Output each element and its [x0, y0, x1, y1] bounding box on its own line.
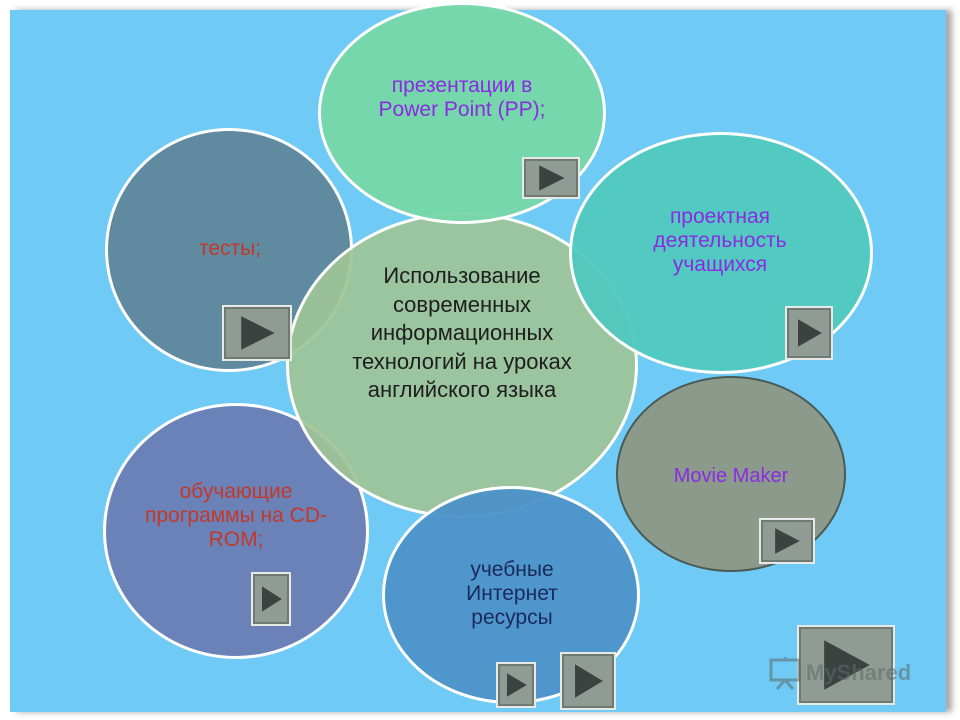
movie-label: Movie Maker [673, 465, 789, 487]
programs-label: обучающие программы на CD-ROM; [145, 480, 327, 551]
tests-label: тесты; [198, 237, 262, 260]
play-icon [241, 316, 275, 350]
internet-play-button-large[interactable] [560, 652, 616, 710]
play-icon [798, 319, 822, 347]
play-icon [507, 673, 527, 697]
tests-play-button[interactable] [222, 305, 292, 361]
presentations-label: презентации в Power Point (PP); [378, 74, 546, 121]
play-icon [262, 586, 282, 612]
center-label: Использование современных информационных… [352, 263, 572, 402]
play-icon [775, 528, 800, 554]
play-icon [539, 165, 565, 191]
internet-label: учебные Интернет ресурсы [466, 558, 558, 629]
presentation-board-icon [769, 657, 801, 690]
programs-play-button[interactable] [251, 572, 291, 626]
watermark-text: MyShared [806, 660, 912, 685]
projects-play-button[interactable] [785, 306, 833, 360]
internet-play-button-small[interactable] [496, 662, 536, 708]
next-slide-button[interactable] [797, 625, 895, 705]
movie-play-button[interactable] [759, 518, 815, 564]
watermark: MyShared [768, 656, 911, 690]
play-icon [824, 640, 870, 690]
presentations-play-button[interactable] [522, 157, 580, 199]
play-icon [575, 664, 603, 698]
projects-label: проектная деятельность учащихся [653, 205, 787, 276]
